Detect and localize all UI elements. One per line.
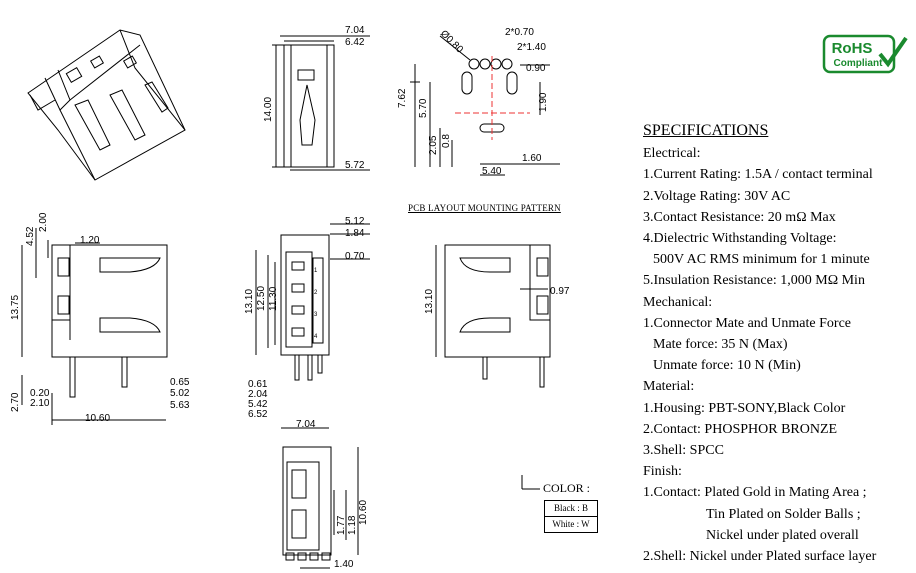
dim-text: 5.02 <box>170 388 190 399</box>
dim-text: 0.20 <box>30 388 50 399</box>
dim-text: 6.52 <box>248 409 268 420</box>
spec-line: 3.Shell: SPCC <box>643 443 724 459</box>
dim-text: 0.90 <box>526 63 546 74</box>
dim-text: 0.97 <box>550 286 570 297</box>
dim-text: 7.62 <box>397 88 408 108</box>
pcb-centerlines <box>455 56 530 140</box>
specifications-panel: SPECIFICATIONS Electrical: 1.Current Rat… <box>643 120 913 567</box>
dim-text: 0.61 <box>248 379 268 390</box>
bottom-view <box>282 446 359 569</box>
rohs-subtitle: Compliant <box>834 58 884 69</box>
pcb-layout-label: PCB LAYOUT MOUNTING PATTERN <box>408 203 561 213</box>
dim-text: 14.00 <box>263 97 274 122</box>
dim-text: 5.12 <box>345 216 365 227</box>
color-legend-table: Black : B White : W <box>544 500 598 533</box>
dim-text: 1.84 <box>345 228 365 239</box>
dim-text: 1.90 <box>538 92 549 112</box>
dim-text: 0.65 <box>170 377 190 388</box>
pin-number: 1 <box>314 268 318 274</box>
spec-line: Nickel under plated overall <box>706 527 859 543</box>
spec-line: 1.Connector Mate and Unmate Force <box>643 315 851 331</box>
dim-text: 0.70 <box>345 251 365 262</box>
dim-text: 12.50 <box>256 286 267 311</box>
dim-text: 13.75 <box>10 295 21 320</box>
specifications-title: SPECIFICATIONS <box>643 122 769 139</box>
pin-number: 4 <box>314 334 318 340</box>
dim-text: 2.00 <box>38 212 49 232</box>
section-heading: Finish: <box>643 464 682 480</box>
dim-text: 2*0.70 <box>505 27 534 38</box>
dim-text: 1.20 <box>80 235 100 246</box>
spec-line: 500V AC RMS minimum for 1 minute <box>653 252 870 268</box>
spec-line: 4.Dielectric Withstanding Voltage: <box>643 231 837 247</box>
dim-text: 2*1.40 <box>517 42 546 53</box>
section-heading: Electrical: <box>643 146 701 162</box>
top-view <box>272 35 370 171</box>
pin-number: 2 <box>314 290 318 296</box>
dim-text: 0.8 <box>441 134 452 148</box>
spec-line: 5.Insulation Resistance: 1,000 MΩ Min <box>643 273 865 289</box>
dim-text: 4.52 <box>25 226 36 246</box>
dim-text: 5.40 <box>482 166 502 177</box>
spec-line: Unmate force: 10 N (Min) <box>653 358 801 374</box>
color-legend-label: COLOR : <box>543 481 591 495</box>
dim-text: Ø0.80 <box>438 28 465 55</box>
dim-text: 11.30 <box>268 286 279 311</box>
isometric-view <box>27 29 186 181</box>
spec-line: 1.Contact: Plated Gold in Mating Area ; <box>643 485 867 501</box>
section-heading: Mechanical: <box>643 294 713 310</box>
rohs-title: RoHS <box>832 40 873 57</box>
dim-text: 6.42 <box>345 37 365 48</box>
dim-text: 13.10 <box>244 289 255 314</box>
front-view <box>255 223 370 429</box>
pin-number: 3 <box>314 312 318 318</box>
color-option: White : W <box>552 519 590 529</box>
spec-line: 3.Contact Resistance: 20 mΩ Max <box>643 209 836 225</box>
spec-line: 1.Housing: PBT-SONY,Black Color <box>643 400 846 416</box>
dim-text: 10.60 <box>85 413 110 424</box>
dim-text: 10.60 <box>358 500 369 525</box>
dim-text: 2.04 <box>248 389 268 400</box>
dim-text: 5.72 <box>345 160 365 171</box>
spec-line: Mate force: 35 N (Max) <box>653 337 788 353</box>
spec-line: 2.Shell: Nickel under Plated surface lay… <box>643 549 877 565</box>
dim-text: 7.04 <box>296 419 316 430</box>
spec-line: Tin Plated on Solder Balls ; <box>706 506 861 522</box>
dim-text: 5.70 <box>418 98 429 118</box>
dim-text: 1.60 <box>522 153 542 164</box>
checkmark-icon <box>878 36 908 68</box>
color-option: Black : B <box>545 501 597 517</box>
section-heading: Material: <box>643 379 695 395</box>
dim-text: 5.42 <box>248 399 268 410</box>
pcb-layout-view <box>410 35 560 176</box>
dim-text: 2.70 <box>10 392 21 412</box>
spec-line: 2.Voltage Rating: 30V AC <box>643 188 791 204</box>
dim-text: 13.10 <box>424 289 435 314</box>
dim-text: 1.40 <box>334 559 354 570</box>
right-view <box>435 244 551 388</box>
spec-line: 2.Contact: PHOSPHOR BRONZE <box>643 421 838 437</box>
dim-text: 1.18 <box>347 515 358 535</box>
side-view <box>21 228 168 425</box>
dim-text: 7.04 <box>345 25 365 36</box>
rohs-logo: RoHS Compliant <box>822 34 908 74</box>
dim-text: 2.10 <box>30 398 50 409</box>
dim-text: 2.05 <box>428 135 439 155</box>
dim-text: 5.63 <box>170 400 190 411</box>
dim-text: 1.77 <box>336 515 347 535</box>
spec-line: 1.Current Rating: 1.5A / contact termina… <box>643 167 873 183</box>
